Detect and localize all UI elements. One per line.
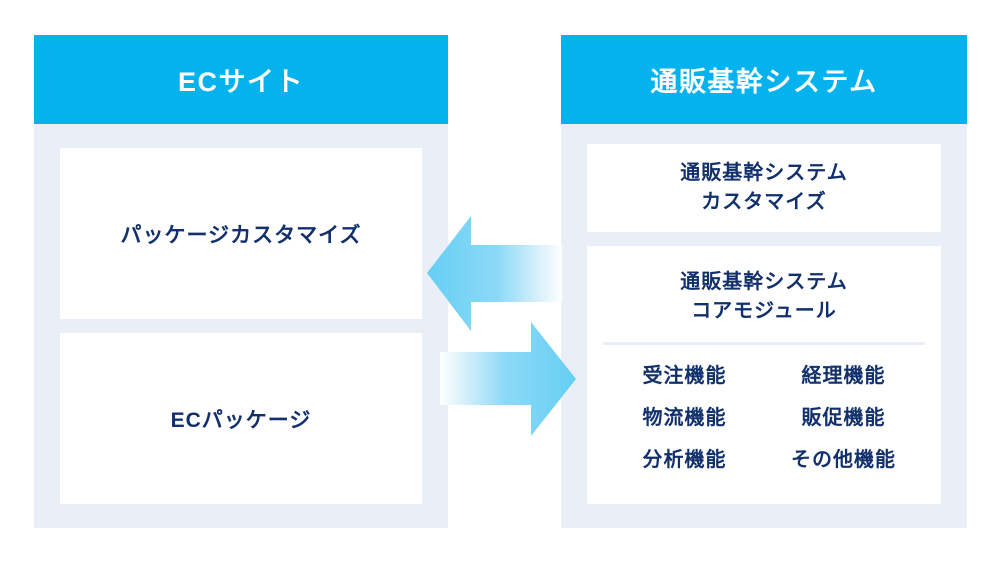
panel-left-body: パッケージカスタマイズ ECパッケージ [34,124,448,528]
card-package-customize: パッケージカスタマイズ [60,148,422,319]
core-module-divider [603,342,925,345]
card-core-module-line1: 通販基幹システム [680,271,848,293]
function-item-1: 経理機能 [801,365,886,387]
function-item-2: 物流機能 [642,407,727,429]
function-item-4: 分析機能 [642,449,727,471]
panel-right-body: 通販基幹システム カスタマイズ 通販基幹システム コアモジュール 受注機能 経理… [561,124,967,528]
card-core-system-customize-line2: カスタマイズ [701,191,827,213]
core-module-function-grid: 受注機能 経理機能 物流機能 販促機能 分析機能 その他機能 [614,359,914,472]
panel-core-system: 通販基幹システム 通販基幹システム カスタマイズ 通販基幹システム コアモジュー… [561,35,967,528]
card-core-module-title: 通販基幹システム コアモジュール [680,268,847,326]
function-item-3: 販促機能 [801,407,886,429]
card-ec-package-label: ECパッケージ [170,408,312,432]
card-core-system-customize-line1: 通販基幹システム [680,162,848,184]
function-item-0: 受注機能 [642,365,727,387]
panel-ec-site: ECサイト パッケージカスタマイズ ECパッケージ [34,35,448,528]
panel-right-header: 通販基幹システム [561,35,967,124]
card-package-customize-label: パッケージカスタマイズ [120,223,362,247]
card-ec-package: ECパッケージ [60,333,422,504]
card-core-module-line2: コアモジュール [691,300,837,322]
arrow-left-to-right-icon [440,322,576,436]
card-core-system-customize: 通販基幹システム カスタマイズ [587,144,941,232]
card-core-module: 通販基幹システム コアモジュール 受注機能 経理機能 物流機能 販促機能 分析機… [587,246,941,504]
function-item-5: その他機能 [791,449,896,471]
panel-left-header: ECサイト [34,35,448,124]
